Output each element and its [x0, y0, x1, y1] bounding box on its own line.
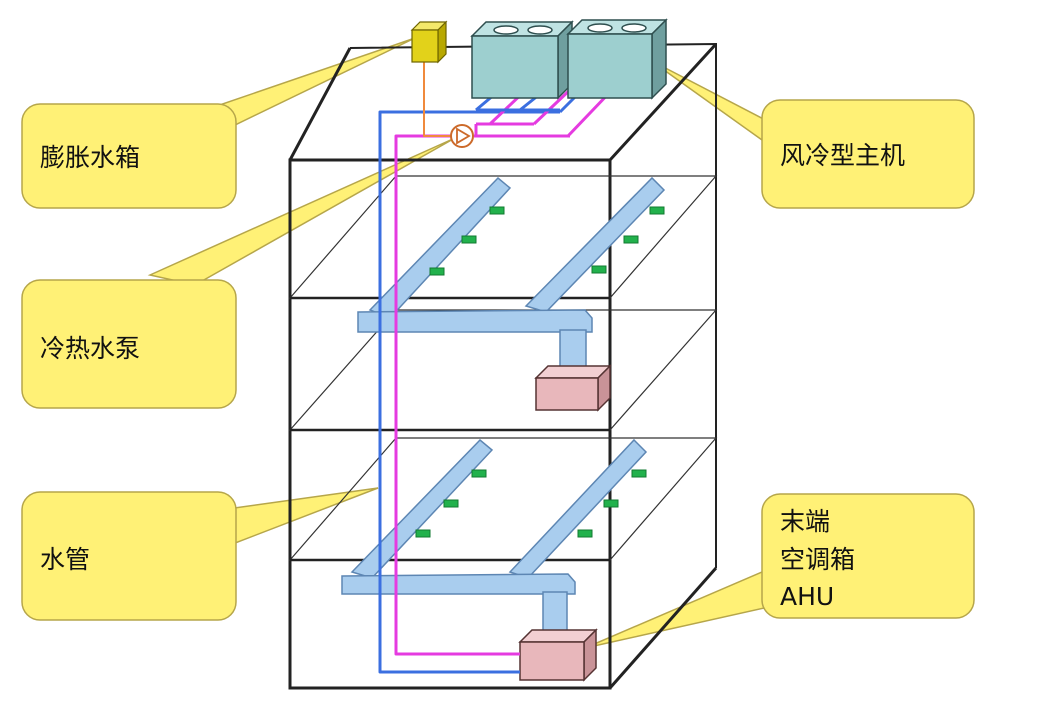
- diffusers-lower: [415, 469, 647, 538]
- duct-system-lower: [341, 438, 648, 635]
- duct-main-upper: [357, 309, 593, 333]
- pump-icon: [450, 124, 474, 148]
- callout-pump: 冷热水泵: [21, 279, 237, 409]
- supply-pipe: [378, 110, 560, 674]
- label-expansion-tank: 膨胀水箱: [40, 143, 140, 172]
- diffuser: [489, 206, 505, 215]
- ahu-upper: [534, 364, 612, 412]
- diffuser: [603, 499, 619, 508]
- diffuser: [591, 265, 607, 274]
- expansion-tank-icon: [410, 20, 448, 64]
- diffuser: [577, 529, 593, 538]
- callout-pipe: 水管: [21, 491, 237, 621]
- callout-ahu: 末端 空调箱 AHU: [761, 493, 975, 619]
- duct-riser-upper: [559, 329, 587, 373]
- diffuser: [429, 267, 445, 276]
- duct-main-lower: [341, 573, 576, 595]
- pointer-pipe: [219, 487, 379, 546]
- duct-system-upper: [357, 176, 666, 373]
- callout-chiller: 风冷型主机: [761, 99, 975, 209]
- diffuser: [623, 235, 639, 244]
- diffuser: [631, 469, 647, 478]
- label-ahu-line3: AHU: [780, 582, 834, 611]
- label-ahu-line2: 空调箱: [780, 545, 855, 574]
- duct-branch-lower-right: [508, 438, 648, 579]
- diffusers-upper: [429, 206, 665, 276]
- floor-slabs: [288, 175, 718, 561]
- label-ahu-line1: 末端: [780, 507, 830, 536]
- diffuser: [461, 235, 477, 244]
- building-front-face: [288, 158, 612, 690]
- label-chiller: 风冷型主机: [780, 141, 905, 170]
- expansion-line: [423, 62, 452, 137]
- floor-slab-low: [288, 437, 718, 561]
- ahu-lower: [518, 628, 598, 682]
- duct-branch-lower-left: [350, 438, 494, 579]
- diffuser: [649, 206, 665, 215]
- callout-expansion-tank: 膨胀水箱: [21, 103, 237, 209]
- diffuser: [443, 499, 459, 508]
- chiller-unit-right: [566, 18, 668, 100]
- chiller-unit-left: [470, 20, 574, 100]
- duct-branch-upper-right: [524, 176, 666, 313]
- label-pipe: 水管: [40, 545, 90, 574]
- diffuser: [415, 529, 431, 538]
- diffuser: [471, 469, 487, 478]
- label-pump: 冷热水泵: [40, 334, 140, 363]
- duct-riser-lower: [542, 591, 568, 635]
